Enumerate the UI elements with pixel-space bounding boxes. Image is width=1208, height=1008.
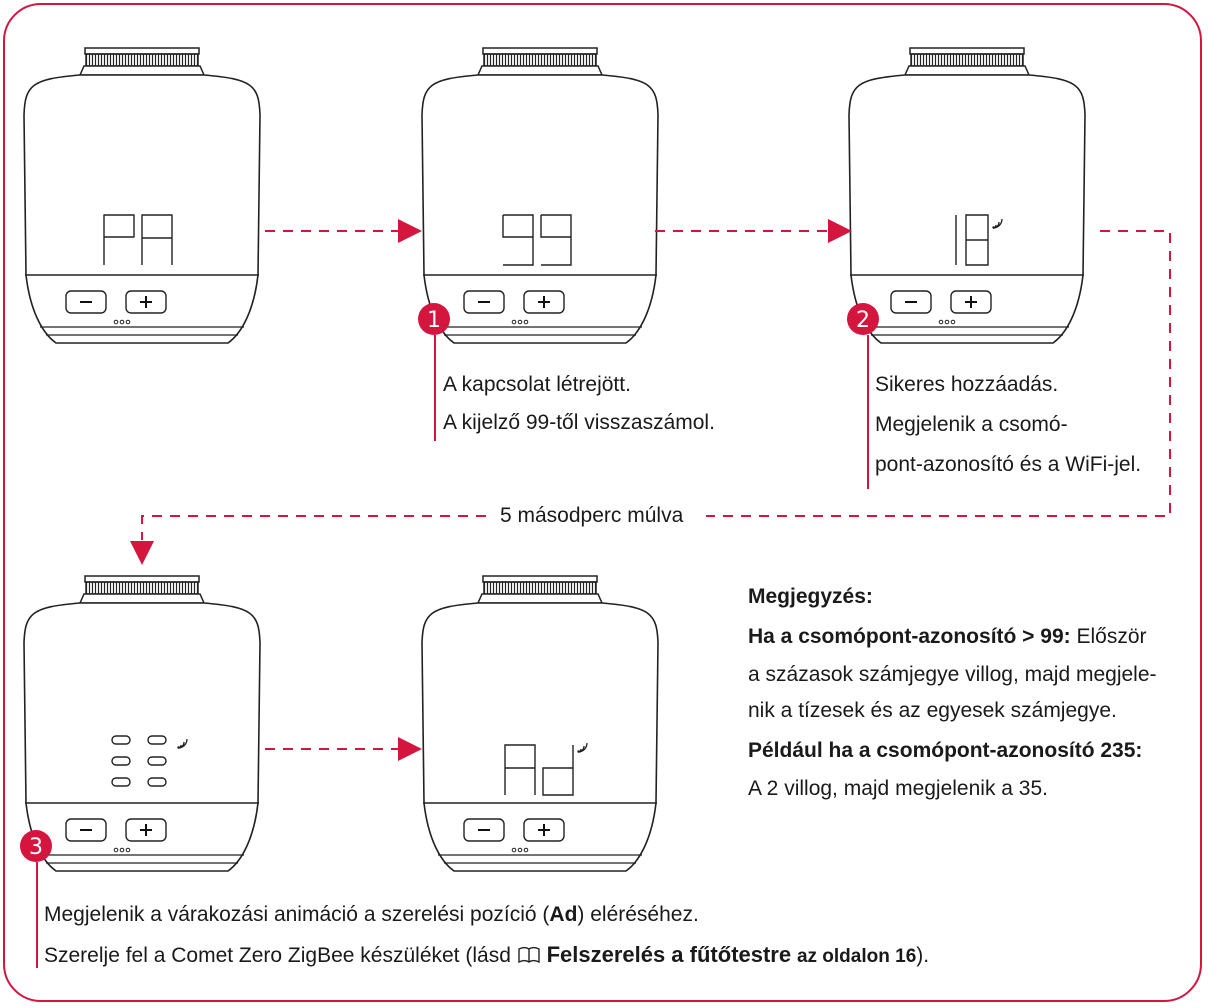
step-1-marker: 1 — [418, 303, 450, 335]
arrow-heads — [130, 219, 852, 761]
thermostat-device-3: 2 — [847, 47, 1086, 344]
step-1-leader — [434, 335, 436, 441]
step-3-line-2-text: Szerelje fel a Comet Zero ZigBee készülé… — [44, 944, 517, 967]
step-3-line-2: Szerelje fel a Comet Zero ZigBee készülé… — [44, 938, 929, 974]
step-3-line-1-text: Megjelenik a várakozási animáció a szere… — [44, 903, 550, 926]
thermostat-device-2: 1 — [418, 47, 659, 344]
thermostat-device-5 — [421, 575, 659, 872]
device-display-99 — [502, 214, 572, 266]
note-p1-line-3: nik a tízesek és az egyesek számjegye. — [748, 699, 1117, 722]
step-2-line-2: Megjelenik a csomó- — [875, 413, 1068, 436]
note-p2-bold: Például ha a csomópont-azonosító 235: — [748, 739, 1143, 762]
step-2-line-1: Sikeres hozzáadás. — [875, 373, 1059, 396]
cross-reference-link[interactable]: Felszerelés a fűtőtestre — [546, 942, 792, 967]
step-3-line-1-bold: Ad — [549, 903, 578, 926]
device-display-waiting-animation — [111, 735, 167, 787]
step-3-line-1-end: ) eléréséhez. — [577, 903, 699, 926]
note-p2-line: A 2 villog, majd megjelenik a 35. — [748, 777, 1048, 800]
step-2-marker: 2 — [847, 303, 879, 335]
step-2-leader — [867, 335, 869, 489]
delay-label: 5 másodperc múlva — [498, 499, 686, 533]
step-3-leader — [36, 862, 38, 968]
device-display-ad — [504, 744, 574, 796]
note-p1-text: Először — [1070, 625, 1147, 648]
note-p1-line-2: a százasok számjegye villog, majd megjel… — [748, 663, 1157, 686]
thermostat-device-4: 3 — [20, 575, 261, 872]
step-2-number: 2 — [856, 308, 870, 333]
arrow-3-to-4-lower — [141, 515, 486, 540]
device-display-pa — [103, 214, 173, 265]
note-title: Megjegyzés: — [748, 585, 873, 608]
cross-reference-page[interactable]: az oldalon 16 — [796, 946, 917, 967]
flow-arrows — [141, 230, 1171, 750]
step-3-line-2-end: ). — [916, 944, 930, 967]
step-1-line-2: A kijelző 99-től visszaszámol. — [443, 411, 715, 434]
device-display-18 — [955, 214, 989, 266]
book-icon — [518, 946, 540, 964]
step-3-marker: 3 — [20, 830, 52, 862]
note-p1-bold: Ha a csomópont-azonosító > 99: — [748, 625, 1071, 648]
step-2-line-3: pont-azonosító és a WiFi-jel. — [875, 453, 1142, 476]
note-p1-line-1: Ha a csomópont-azonosító > 99: Először — [748, 620, 1147, 654]
step-1-line-1: A kapcsolat létrejött. — [443, 373, 631, 396]
step-3-line-1: Megjelenik a várakozási animáció a szere… — [44, 898, 699, 932]
thermostat-device-1 — [23, 47, 261, 344]
step-1-number: 1 — [427, 308, 441, 333]
step-3-number: 3 — [29, 835, 43, 860]
page-frame — [3, 3, 1202, 1002]
